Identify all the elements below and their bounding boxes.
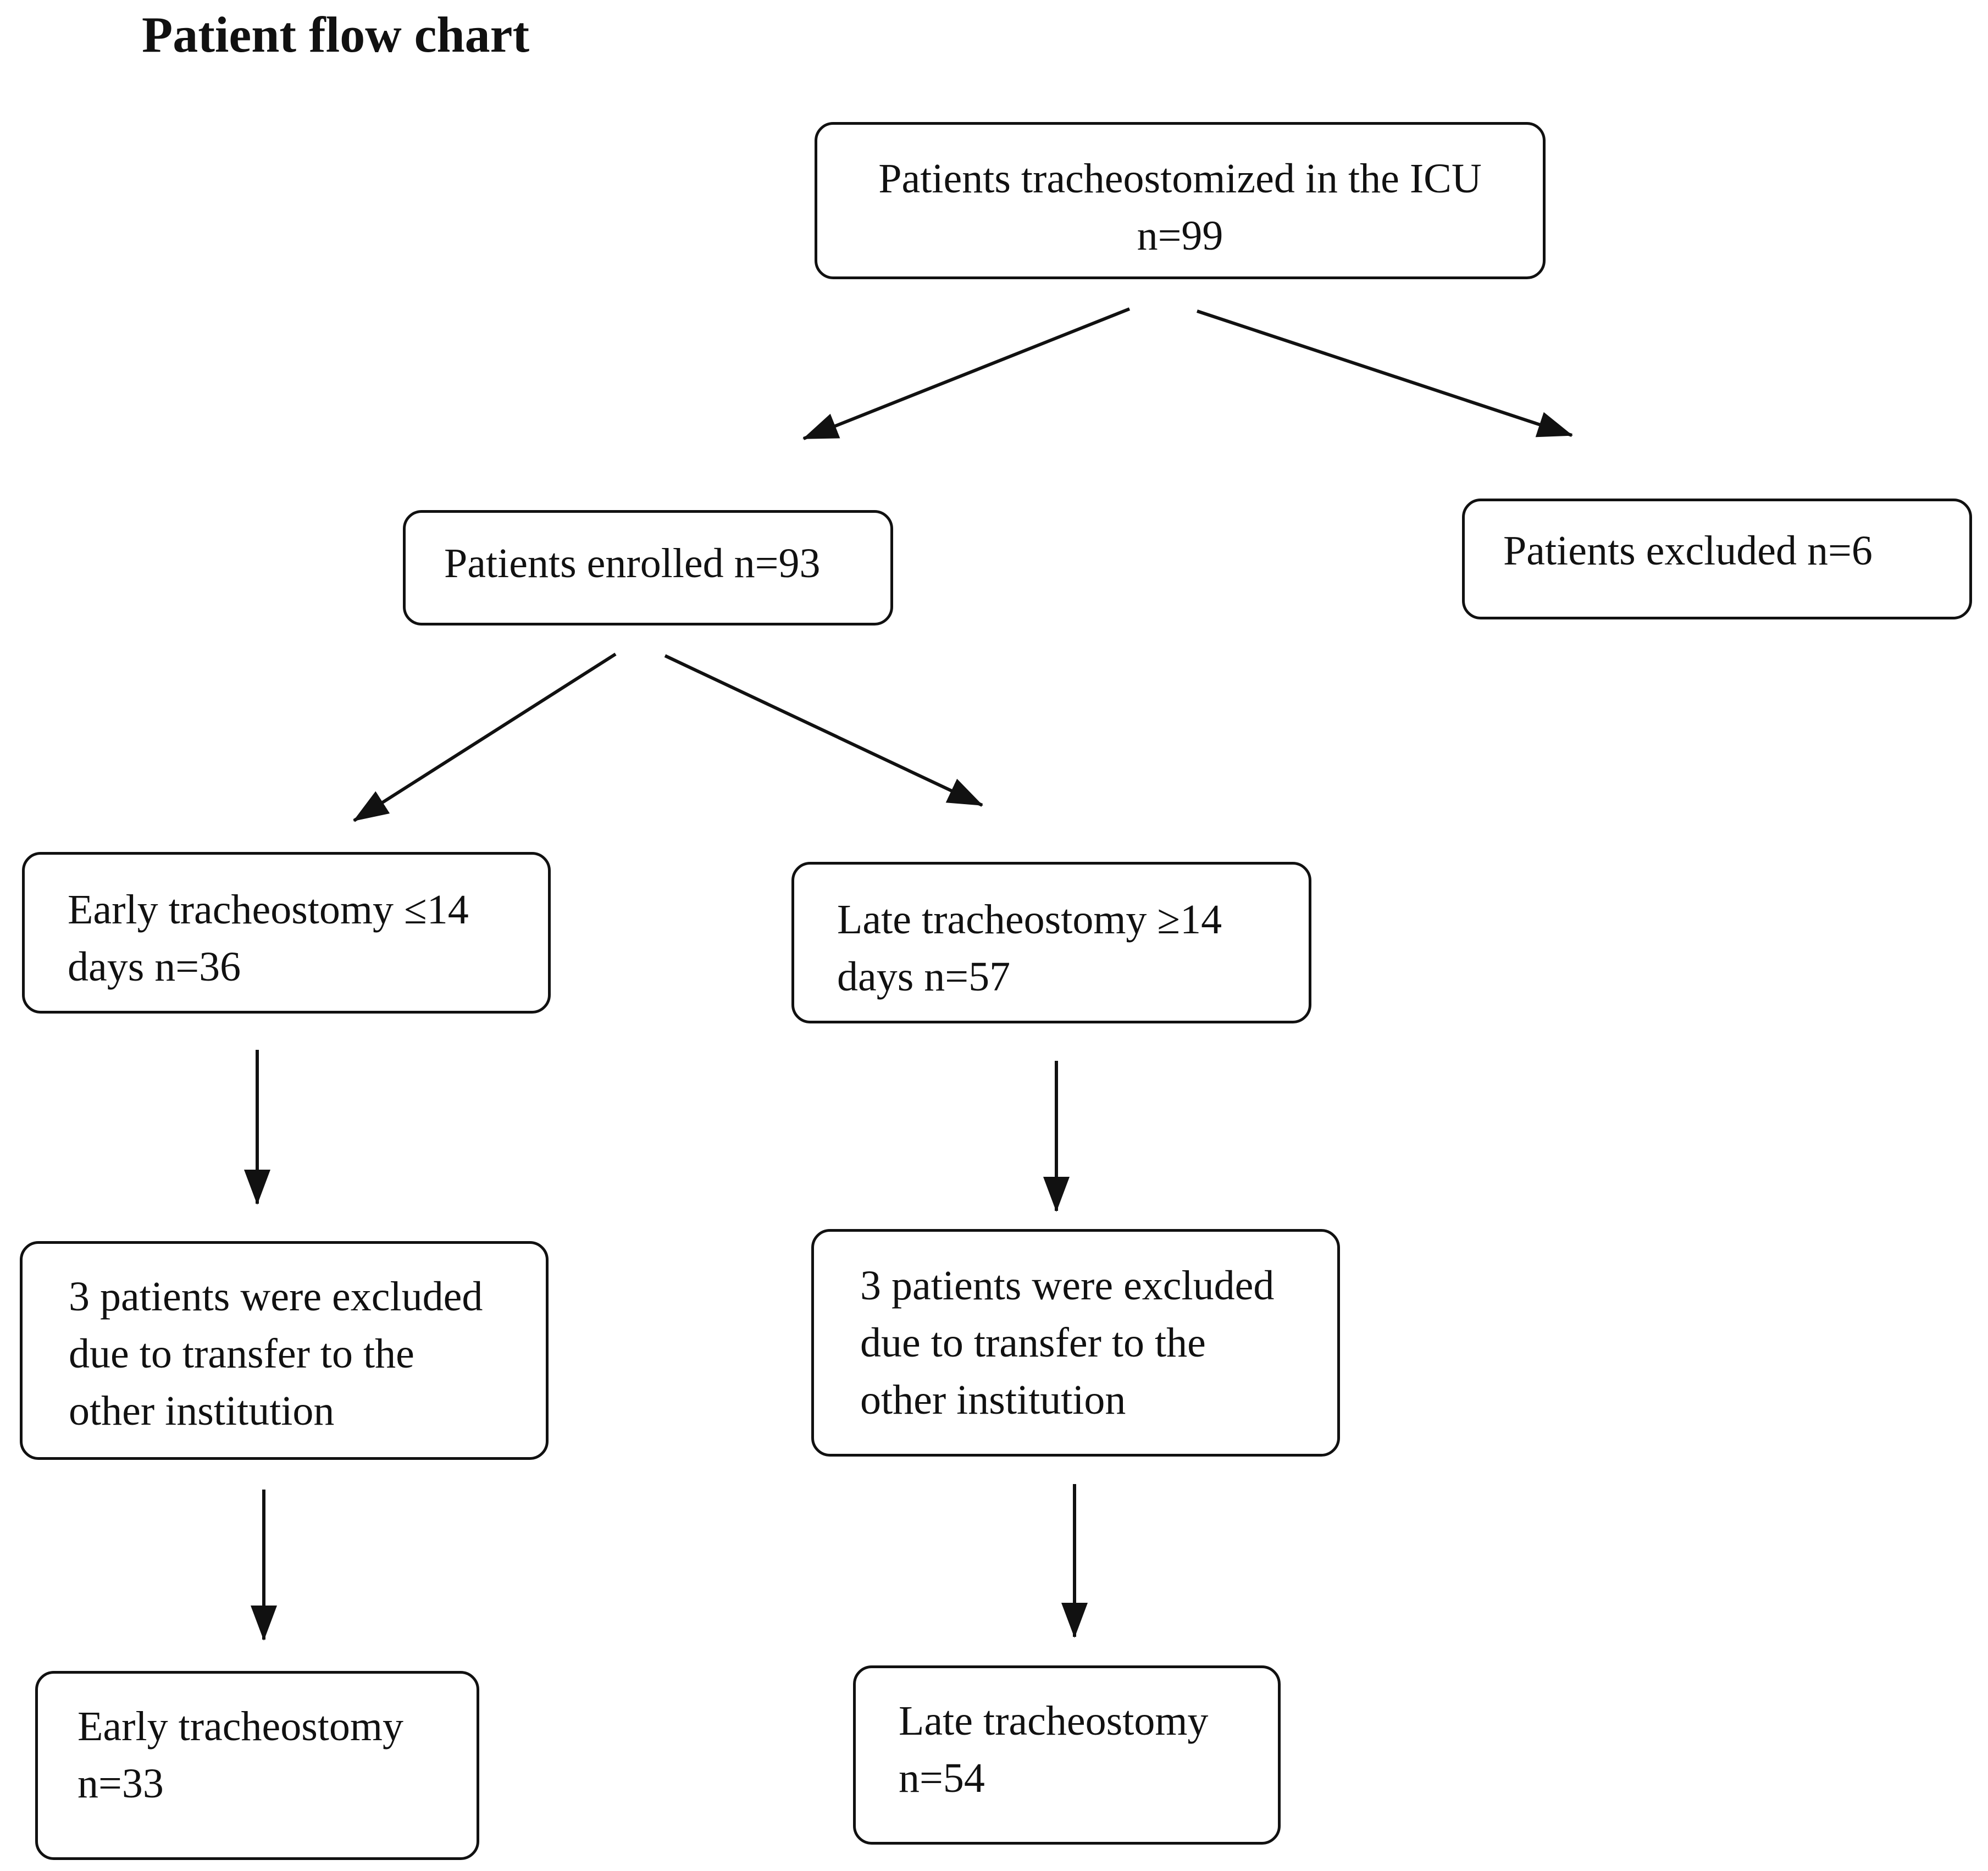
box-early-excluded-line1: 3 patients were excluded xyxy=(69,1274,483,1320)
box-early-excluded-line2: due to transfer to the xyxy=(69,1331,414,1377)
box-excluded-text: Patients excluded n=6 xyxy=(1503,528,1873,574)
box-late-excluded-line2: due to transfer to the xyxy=(860,1320,1206,1366)
box-late-excluded: 3 patients were excluded due to transfer… xyxy=(811,1229,1340,1457)
arrow-enrolled-to-early xyxy=(353,652,617,822)
box-late-final: Late tracheostomy n=54 xyxy=(853,1665,1281,1845)
box-enrolled-text: Patients enrolled n=93 xyxy=(444,540,821,586)
box-early-line2: days n=36 xyxy=(68,944,241,990)
box-tracheostomized-total: Patients tracheostomized in the ICU n=99 xyxy=(815,122,1546,279)
arrow-enrolled-to-late xyxy=(664,654,983,807)
box-late-line1: Late tracheostomy ≥14 xyxy=(837,896,1222,943)
box-early-final: Early tracheostomy n=33 xyxy=(35,1671,479,1860)
box-total-count: n=99 xyxy=(1137,213,1223,259)
box-early-line1: Early tracheostomy ≤14 xyxy=(68,887,469,933)
box-late-excluded-line3: other institution xyxy=(860,1377,1126,1423)
box-early-final-line1: Early tracheostomy xyxy=(77,1703,404,1750)
box-late-final-line2: n=54 xyxy=(899,1755,985,1801)
box-late-final-line1: Late tracheostomy xyxy=(899,1698,1209,1744)
box-early-final-line2: n=33 xyxy=(77,1761,164,1807)
chart-title: Patient flow chart xyxy=(142,7,530,63)
box-enrolled: Patients enrolled n=93 xyxy=(403,510,893,625)
box-late-tracheostomy: Late tracheostomy ≥14 days n=57 xyxy=(791,862,1311,1023)
box-early-excluded: 3 patients were excluded due to transfer… xyxy=(20,1241,549,1460)
box-late-line2: days n=57 xyxy=(837,954,1011,1000)
box-total-label: Patients tracheostomized in the ICU xyxy=(878,156,1482,202)
arrow-total-to-excluded xyxy=(1197,309,1573,438)
box-early-tracheostomy: Early tracheostomy ≤14 days n=36 xyxy=(22,852,551,1014)
arrow-total-to-enrolled xyxy=(802,307,1131,440)
box-excluded: Patients excluded n=6 xyxy=(1462,499,1972,619)
box-late-excluded-line1: 3 patients were excluded xyxy=(860,1263,1275,1309)
box-early-excluded-line3: other institution xyxy=(69,1388,335,1434)
